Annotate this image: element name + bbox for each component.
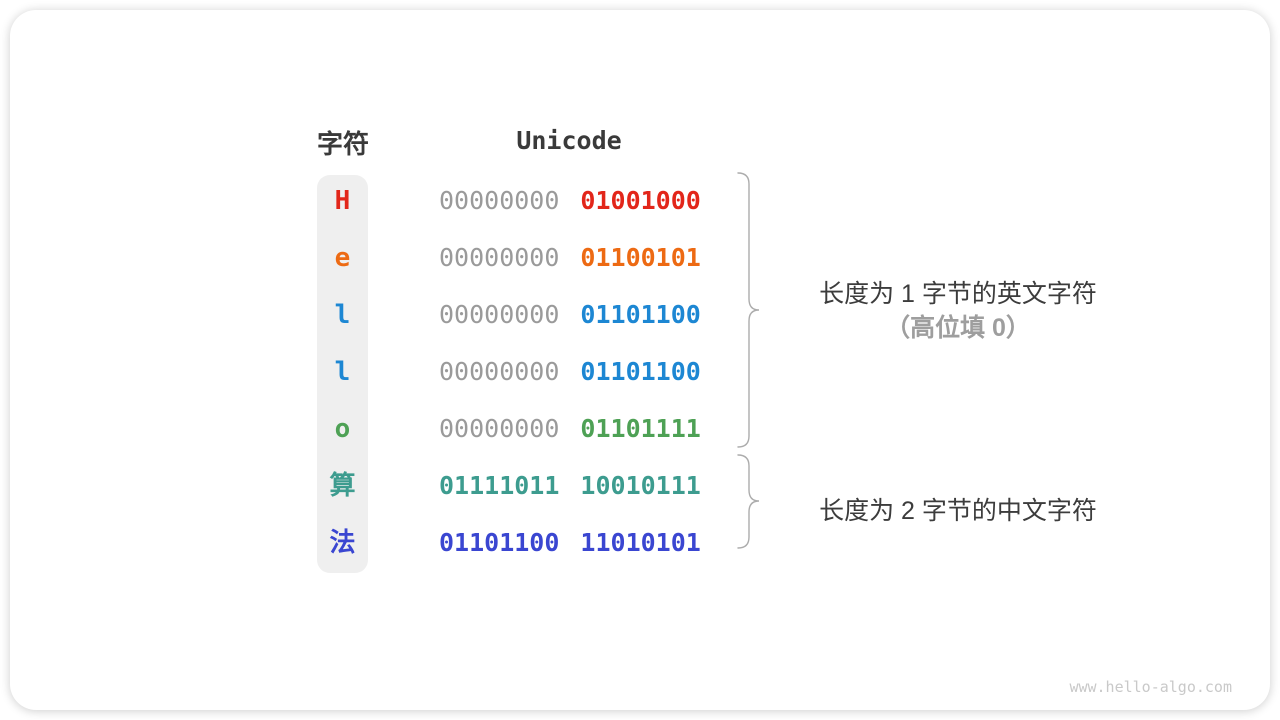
byte-high: 01111011 [439, 471, 560, 500]
column-header-char: 字符 [316, 129, 369, 159]
char-cell: H [334, 186, 351, 216]
table-row: 法 01101100 11010101 [10, 526, 1270, 560]
char-cell: l [334, 357, 351, 387]
byte-high: 00000000 [439, 357, 560, 386]
binary-value: 00000000 01001000 [439, 184, 701, 218]
binary-value: 00000000 01100101 [439, 241, 701, 275]
binary-value: 00000000 01101111 [439, 412, 701, 446]
char-cell: l [334, 300, 351, 330]
byte-low: 11010101 [580, 528, 701, 557]
annotation-english-group: 长度为 1 字节的英文字符 （高位填 0） [792, 277, 1124, 345]
byte-high: 00000000 [439, 300, 560, 329]
watermark: www.hello-algo.com [1069, 678, 1232, 696]
figure-card: 字符 Unicode H 00000000 01001000 e 00000000… [10, 10, 1270, 710]
binary-value: 01111011 10010111 [439, 469, 701, 503]
table-row: l 00000000 01101100 [10, 355, 1270, 389]
byte-high: 00000000 [439, 243, 560, 272]
annotation-english-line2: （高位填 0） [885, 314, 1031, 342]
table-row: 算 01111011 10010111 [10, 469, 1270, 503]
byte-low: 10010111 [580, 471, 701, 500]
byte-low: 01100101 [580, 243, 701, 272]
binary-value: 00000000 01101100 [439, 298, 701, 332]
byte-low: 01001000 [580, 186, 701, 215]
byte-high: 00000000 [439, 186, 560, 215]
binary-value: 01101100 11010101 [439, 526, 701, 560]
byte-low: 01101100 [580, 300, 701, 329]
char-cell: o [334, 414, 351, 444]
column-header-unicode: Unicode [516, 126, 622, 155]
table-row: H 00000000 01001000 [10, 184, 1270, 218]
annotation-chinese-group: 长度为 2 字节的中文字符 [819, 497, 1097, 525]
binary-value: 00000000 01101100 [439, 355, 701, 389]
table-row: o 00000000 01101111 [10, 412, 1270, 446]
byte-low: 01101100 [580, 357, 701, 386]
char-cell: e [334, 243, 351, 273]
byte-high: 00000000 [439, 414, 560, 443]
annotation-english-line1: 长度为 1 字节的英文字符 [819, 280, 1097, 308]
table-row: e 00000000 01100101 [10, 241, 1270, 275]
byte-low: 01101111 [580, 414, 701, 443]
char-cell: 算 [329, 471, 356, 501]
char-cell: 法 [329, 528, 356, 558]
byte-high: 01101100 [439, 528, 560, 557]
table-row: l 00000000 01101100 [10, 298, 1270, 332]
char-column-background [317, 175, 368, 573]
